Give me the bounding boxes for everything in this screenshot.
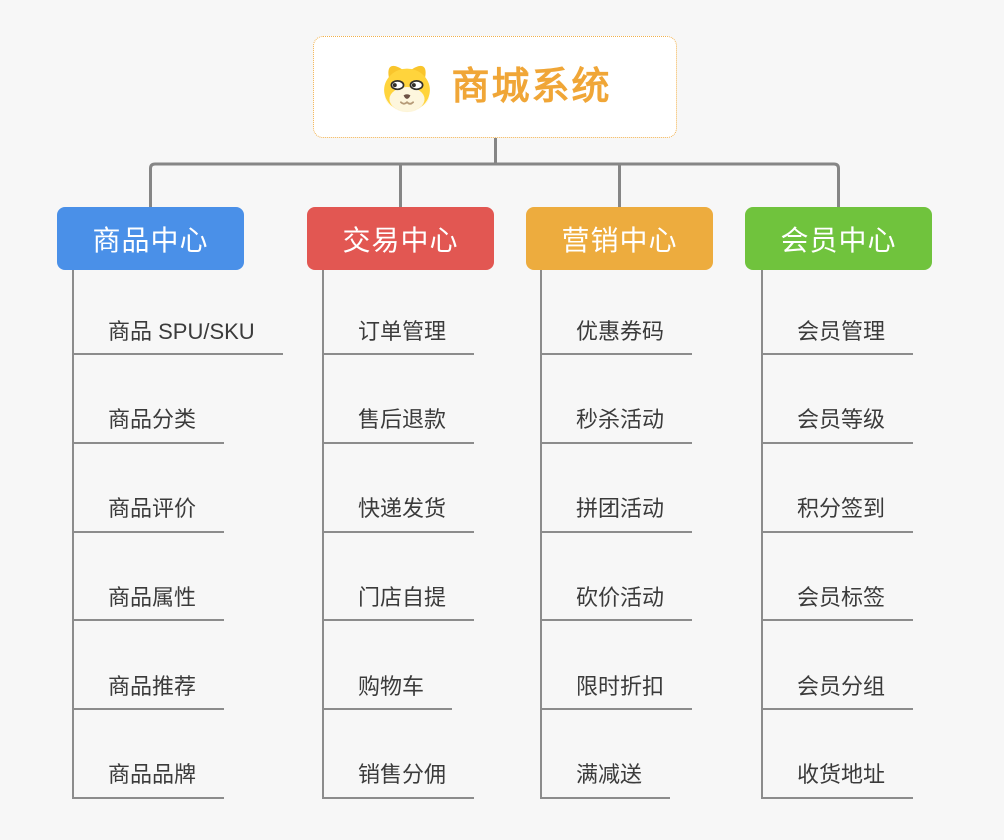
branch-node-marketing-center[interactable]: 营销中心 xyxy=(526,207,713,270)
topic-node[interactable]: 砍价活动 xyxy=(542,584,693,622)
topic-row: 限时折扣 xyxy=(542,621,693,711)
topic-row: 商品属性 xyxy=(74,533,283,622)
topic-node[interactable]: 拼团活动 xyxy=(542,495,693,533)
topic-row: 售后退款 xyxy=(324,355,475,444)
topic-row: 购物车 xyxy=(324,621,474,711)
topic-node[interactable]: 会员分组 xyxy=(763,673,914,711)
branch-children-product-center: 商品 SPU/SKU 商品分类 商品评价 商品属性 商品推荐 商品品牌 xyxy=(72,270,283,799)
dog-face-icon xyxy=(384,65,431,113)
topic-node[interactable]: 秒杀活动 xyxy=(542,406,693,444)
topic-row: 订单管理 xyxy=(324,270,475,355)
topic-row: 商品评价 xyxy=(74,444,283,533)
topic-row: 快递发货 xyxy=(324,444,475,533)
topic-row: 会员管理 xyxy=(763,270,914,355)
root-title: 商城系统 xyxy=(451,66,612,108)
topic-node[interactable]: 会员管理 xyxy=(763,318,914,355)
topic-node[interactable]: 门店自提 xyxy=(324,584,475,622)
topic-row: 商品 SPU/SKU xyxy=(74,270,283,355)
topic-node[interactable]: 商品评价 xyxy=(74,495,225,533)
topic-node[interactable]: 订单管理 xyxy=(324,318,475,355)
topic-row: 优惠券码 xyxy=(542,270,693,355)
topic-node[interactable]: 商品推荐 xyxy=(74,673,225,711)
topic-node[interactable]: 会员标签 xyxy=(763,584,914,622)
topic-row: 会员等级 xyxy=(763,355,914,444)
topic-row: 会员标签 xyxy=(763,533,914,622)
branch-bus-line xyxy=(149,162,840,207)
branch-label: 交易中心 xyxy=(342,224,459,256)
branch-children-member-center: 会员管理 会员等级 积分签到 会员标签 会员分组 收货地址 xyxy=(761,270,914,799)
topic-node[interactable]: 快递发货 xyxy=(324,495,475,533)
branch-children-marketing-center: 优惠券码 秒杀活动 拼团活动 砍价活动 限时折扣 满减送 xyxy=(540,270,693,799)
topic-node[interactable]: 积分签到 xyxy=(763,495,914,533)
branch-label: 商品中心 xyxy=(92,224,209,256)
topic-node[interactable]: 购物车 xyxy=(324,673,453,711)
topic-node[interactable]: 商品品牌 xyxy=(74,761,225,799)
topic-node[interactable]: 收货地址 xyxy=(763,761,914,799)
branch-label: 会员中心 xyxy=(780,224,897,256)
topic-row: 秒杀活动 xyxy=(542,355,693,444)
topic-row: 商品品牌 xyxy=(74,710,283,799)
topic-node[interactable]: 销售分佣 xyxy=(324,761,475,799)
topic-row: 满减送 xyxy=(542,710,692,799)
branch-node-product-center[interactable]: 商品中心 xyxy=(57,207,244,270)
branch-children-trade-center: 订单管理 售后退款 快递发货 门店自提 购物车 销售分佣 xyxy=(322,270,475,799)
root-node[interactable]: 商城系统 xyxy=(313,36,677,138)
topic-row: 拼团活动 xyxy=(542,444,693,533)
topic-node[interactable]: 商品 SPU/SKU xyxy=(74,318,283,355)
topic-row: 收货地址 xyxy=(763,710,914,799)
topic-node[interactable]: 满减送 xyxy=(542,761,671,799)
topic-row: 积分签到 xyxy=(763,444,914,533)
branch-label: 营销中心 xyxy=(561,224,678,256)
topic-row: 砍价活动 xyxy=(542,533,693,622)
topic-node[interactable]: 优惠券码 xyxy=(542,318,693,355)
topic-node[interactable]: 商品分类 xyxy=(74,406,225,444)
topic-node[interactable]: 商品属性 xyxy=(74,584,225,622)
topic-node[interactable]: 限时折扣 xyxy=(542,673,693,711)
topic-node[interactable]: 会员等级 xyxy=(763,406,914,444)
topic-row: 销售分佣 xyxy=(324,710,475,799)
branch-node-trade-center[interactable]: 交易中心 xyxy=(307,207,494,270)
topic-row: 商品推荐 xyxy=(74,621,283,711)
branch-node-member-center[interactable]: 会员中心 xyxy=(745,207,932,270)
topic-row: 会员分组 xyxy=(763,621,914,711)
topic-row: 门店自提 xyxy=(324,533,475,622)
topic-row: 商品分类 xyxy=(74,355,283,444)
topic-node[interactable]: 售后退款 xyxy=(324,406,475,444)
